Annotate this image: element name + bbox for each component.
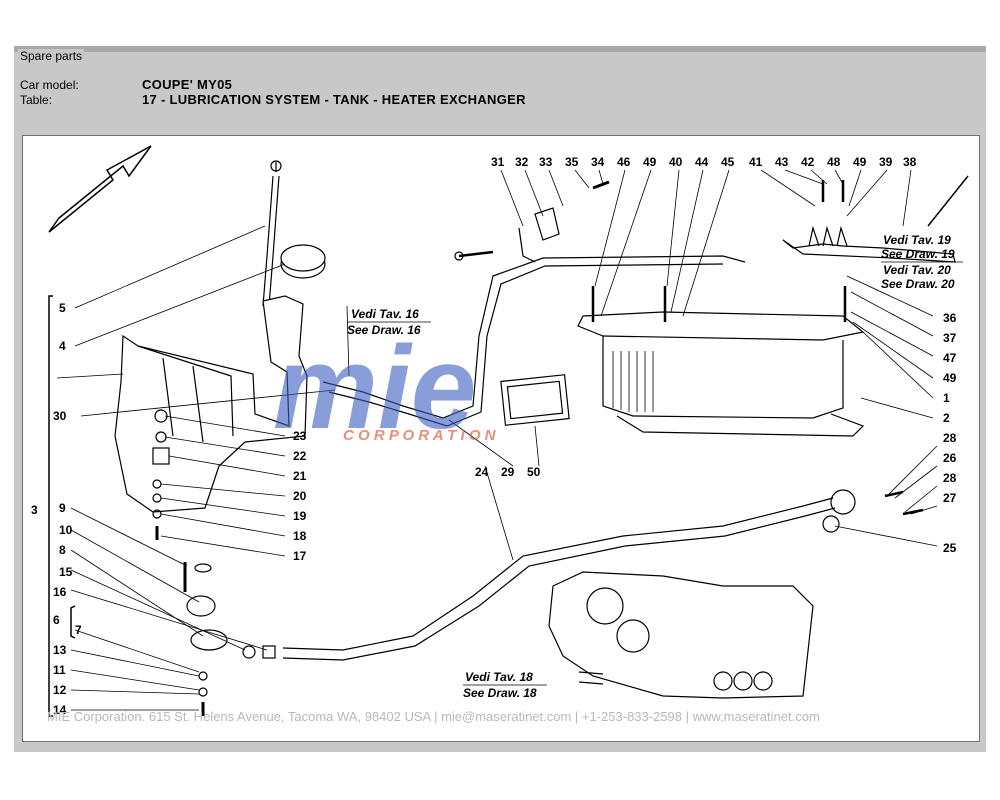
ref-vedi-16: Vedi Tav. 16 bbox=[351, 307, 419, 321]
part-number-label[interactable]: 49 bbox=[853, 155, 867, 169]
part-number-label[interactable]: 14 bbox=[53, 703, 67, 717]
part-number-label[interactable]: 47 bbox=[943, 351, 957, 365]
table-label: Table: bbox=[20, 93, 53, 107]
part-number-label[interactable]: 12 bbox=[53, 683, 67, 697]
gasket-plate bbox=[616, 413, 865, 437]
engine-block bbox=[548, 571, 814, 699]
part-number-label[interactable]: 39 bbox=[879, 155, 893, 169]
part-number-label[interactable]: 11 bbox=[53, 663, 66, 677]
gasket-50 bbox=[500, 374, 570, 426]
part-number-label[interactable]: 32 bbox=[515, 155, 529, 169]
part-number-label[interactable]: 28 bbox=[943, 471, 957, 485]
ref-see-19: See Draw. 19 bbox=[881, 247, 955, 261]
part-number-label[interactable]: 43 bbox=[775, 155, 789, 169]
panel-title: Spare parts bbox=[18, 49, 85, 63]
part-number-label[interactable]: 2 bbox=[943, 411, 950, 425]
car-model-label: Car model: bbox=[20, 78, 79, 92]
part-number-label[interactable]: 44 bbox=[695, 155, 709, 169]
part-number-label[interactable]: 41 bbox=[749, 155, 763, 169]
table-value: 17 - LUBRICATION SYSTEM - TANK - HEATER … bbox=[142, 92, 526, 107]
part-number-label[interactable]: 7 bbox=[75, 623, 82, 637]
part-number-label[interactable]: 24 bbox=[475, 465, 489, 479]
part-number-label[interactable]: 21 bbox=[293, 469, 307, 483]
dipstick bbox=[262, 162, 280, 307]
part-number-label[interactable]: 49 bbox=[943, 371, 957, 385]
part-number-label[interactable]: 31 bbox=[491, 155, 505, 169]
watermark-logo: mie bbox=[273, 322, 476, 454]
part-number-label[interactable]: 13 bbox=[53, 643, 67, 657]
part-number-label[interactable]: 28 bbox=[943, 431, 957, 445]
ref-see-18: See Draw. 18 bbox=[463, 686, 537, 700]
part-number-label[interactable]: 10 bbox=[59, 523, 73, 537]
part-number-label[interactable]: 35 bbox=[565, 155, 579, 169]
ref-see-16: See Draw. 16 bbox=[347, 323, 421, 337]
part-number-label[interactable]: 16 bbox=[53, 585, 67, 599]
ref-vedi-20: Vedi Tav. 20 bbox=[883, 263, 951, 277]
watermark-corporation: C O R P O R A T I O N bbox=[343, 427, 497, 444]
bracket-38 bbox=[782, 239, 956, 263]
part-number-label[interactable]: 19 bbox=[293, 509, 307, 523]
part-number-label[interactable]: 6 bbox=[53, 613, 60, 627]
part-number-label[interactable]: 48 bbox=[827, 155, 841, 169]
part-number-label[interactable]: 38 bbox=[903, 155, 917, 169]
part-number-label[interactable]: 36 bbox=[943, 311, 957, 325]
part-number-label[interactable]: 1 bbox=[943, 391, 950, 405]
hose-upper bbox=[322, 255, 746, 419]
heat-exchanger bbox=[577, 311, 865, 341]
part-number-label[interactable]: 18 bbox=[293, 529, 307, 543]
ref-vedi-19: Vedi Tav. 19 bbox=[883, 233, 951, 247]
part-number-label[interactable]: 33 bbox=[539, 155, 553, 169]
ref-see-20: See Draw. 20 bbox=[881, 277, 955, 291]
part-number-label[interactable]: 3 bbox=[31, 503, 38, 517]
hose-lower bbox=[282, 497, 834, 651]
part-number-label[interactable]: 9 bbox=[59, 501, 66, 515]
part-number-label[interactable]: 4 bbox=[59, 339, 66, 353]
part-number-label[interactable]: 25 bbox=[943, 541, 957, 555]
part-number-label[interactable]: 37 bbox=[943, 331, 957, 345]
part-number-label[interactable]: 46 bbox=[617, 155, 631, 169]
part-number-label[interactable]: 45 bbox=[721, 155, 735, 169]
part-number-label[interactable]: 29 bbox=[501, 465, 515, 479]
part-number-label[interactable]: 8 bbox=[59, 543, 66, 557]
part-number-label[interactable]: 23 bbox=[293, 429, 307, 443]
part-number-label[interactable]: 5 bbox=[59, 301, 66, 315]
part-number-label[interactable]: 40 bbox=[669, 155, 683, 169]
part-number-label[interactable]: 26 bbox=[943, 451, 957, 465]
part-number-label[interactable]: 22 bbox=[293, 449, 307, 463]
part-number-label[interactable]: 30 bbox=[53, 409, 67, 423]
part-number-label[interactable]: 42 bbox=[801, 155, 815, 169]
part-number-label[interactable]: 50 bbox=[527, 465, 541, 479]
ref-vedi-18: Vedi Tav. 18 bbox=[465, 670, 533, 684]
part-number-label[interactable]: 17 bbox=[293, 549, 307, 563]
car-model-value: COUPE' MY05 bbox=[142, 77, 233, 92]
direction-arrow-icon bbox=[48, 145, 152, 233]
group-bracket-3 bbox=[48, 295, 53, 717]
panel-top-bar bbox=[14, 46, 986, 52]
oil-tank bbox=[114, 295, 308, 513]
part-number-label[interactable]: 49 bbox=[643, 155, 657, 169]
part-number-label[interactable]: 27 bbox=[943, 491, 957, 505]
part-number-label[interactable]: 34 bbox=[591, 155, 605, 169]
part-number-label[interactable]: 15 bbox=[59, 565, 73, 579]
footer-contact: MIE Corporation. 615 St. Helens Avenue, … bbox=[47, 709, 820, 724]
part-number-label[interactable]: 20 bbox=[293, 489, 307, 503]
